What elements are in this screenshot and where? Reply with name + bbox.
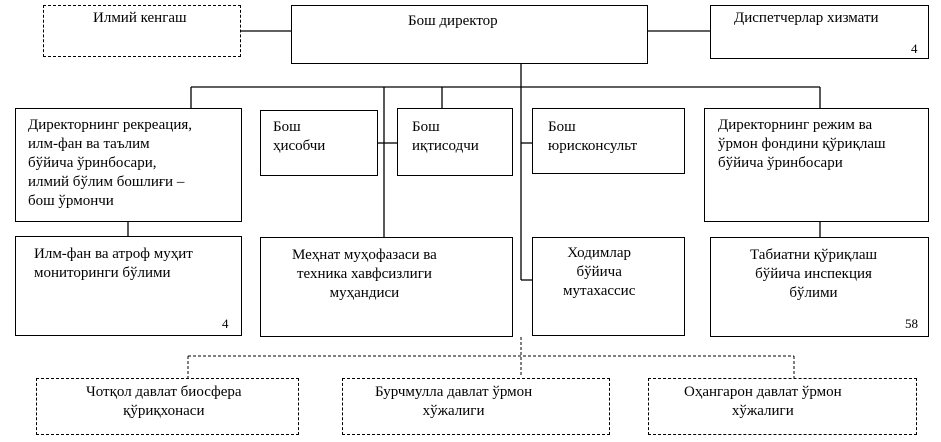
dispatch-service-label: Диспетчерлар хизмати	[734, 10, 879, 26]
ohangaron-forestry-label: Оҳангарон давлат ўрмон хўжалиги	[684, 384, 842, 419]
chief-accountant-label: Бош ҳисобчи	[273, 119, 326, 154]
dispatch-service-box	[710, 5, 929, 59]
hr-specialist-label: Ходимлар бўйича мутахассис	[563, 245, 636, 299]
chief-accountant-box	[260, 110, 378, 176]
safety-engineer-box	[260, 237, 513, 337]
inspection-department-box	[710, 237, 929, 337]
scientific-council-label: Илмий кенгаш	[93, 10, 187, 26]
recreation-deputy-box	[15, 108, 242, 222]
safety-engineer-label: Меҳнат муҳофазаси ва техника хавфсизлиги…	[292, 247, 437, 301]
director-general-box	[291, 5, 648, 64]
monitoring-department-count: 4	[222, 316, 229, 331]
monitoring-department-label: Илм-фан ва атроф муҳит мониторинги бўлим…	[34, 246, 193, 281]
chief-legal-box	[532, 108, 685, 174]
chief-legal-label: Бош юрисконсульт	[548, 119, 638, 154]
chatkal-reserve-label: Чотқол давлат биосфера қўриқхонаси	[86, 384, 242, 419]
chief-economist-label: Бош иқтисодчи	[412, 119, 479, 154]
monitoring-department-box	[15, 236, 242, 336]
regime-deputy-box	[704, 108, 929, 222]
chatkal-reserve-box	[36, 378, 299, 435]
chief-economist-box	[397, 108, 513, 176]
inspection-department-count: 58	[905, 316, 918, 331]
burchmulla-forestry-box	[342, 378, 610, 435]
dispatch-service-count: 4	[911, 41, 918, 56]
director-general-label: Бош директор	[408, 13, 498, 29]
hr-specialist-box	[532, 237, 685, 336]
scientific-council-box	[43, 5, 241, 57]
ohangaron-forestry-box	[648, 378, 917, 435]
burchmulla-forestry-label: Бурчмулла давлат ўрмон хўжалиги	[375, 384, 533, 419]
inspection-department-label: Табиатни қўриқлаш бўйича инспекция бўлим…	[750, 247, 878, 301]
recreation-deputy-label: Директорнинг рекреация, илм-фан ва таъли…	[28, 117, 192, 209]
regime-deputy-label: Директорнинг режим ва ўрмон фондини қўри…	[718, 117, 886, 171]
